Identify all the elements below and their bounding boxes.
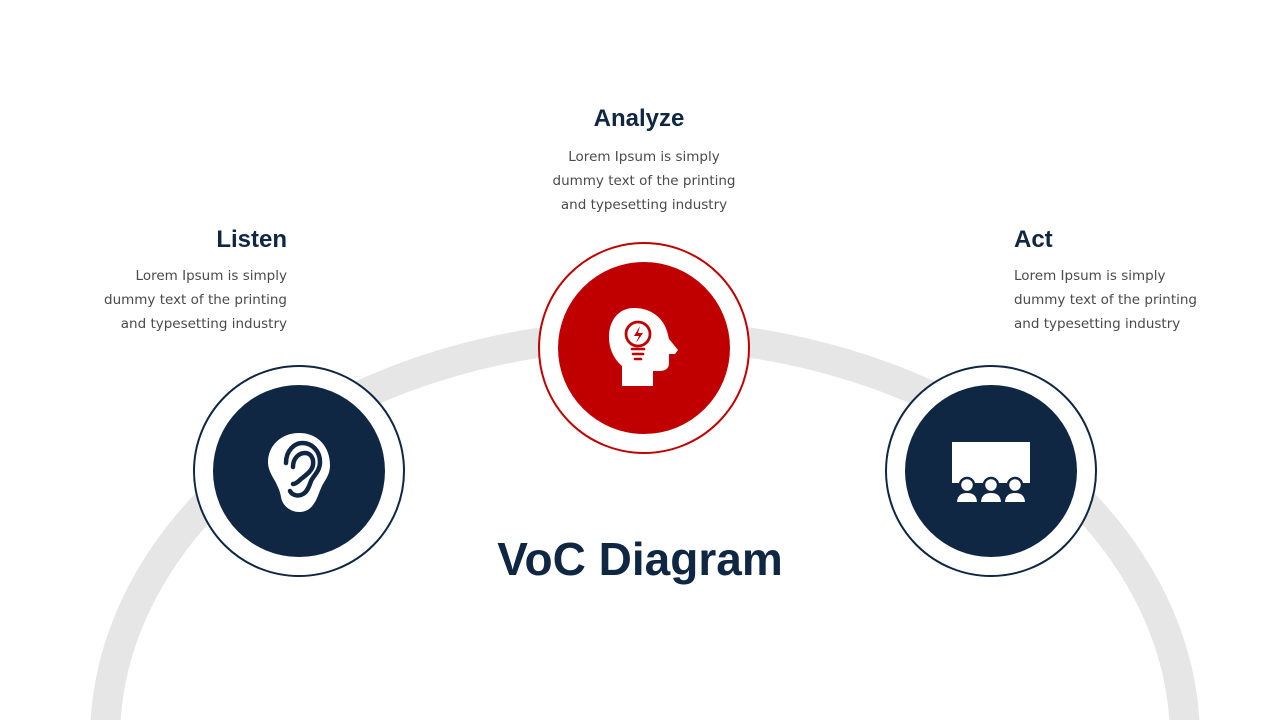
listen-description: Lorem Ipsum is simply dummy text of the … — [27, 264, 287, 336]
listen-description-line: dummy text of the printing — [104, 292, 287, 308]
analyze-node — [538, 242, 750, 454]
analyze-description: Lorem Ipsum is simply dummy text of the … — [514, 145, 774, 217]
head-lightbulb-icon — [609, 308, 678, 386]
analyze-description-line: and typesetting industry — [560, 197, 728, 213]
act-description-line: and typesetting industry — [1014, 316, 1181, 332]
slide-title: VoC Diagram — [497, 533, 783, 585]
listen-description-line: and typesetting industry — [120, 316, 287, 332]
analyze-description-line: Lorem Ipsum is simply — [568, 149, 720, 165]
analyze-heading: Analyze — [593, 105, 685, 132]
analyze-description-line: dummy text of the printing — [552, 173, 736, 189]
ear-icon — [268, 433, 330, 512]
act-description: Lorem Ipsum is simply dummy text of the … — [1014, 264, 1264, 336]
listen-heading: Listen — [216, 226, 287, 253]
act-node — [885, 365, 1097, 577]
act-heading: Act — [1014, 226, 1053, 253]
listen-node — [193, 365, 405, 577]
listen-description-line: Lorem Ipsum is simply — [135, 268, 287, 284]
act-description-line: dummy text of the printing — [1014, 292, 1197, 308]
presentation-audience-icon — [952, 442, 1030, 504]
act-description-line: Lorem Ipsum is simply — [1014, 268, 1166, 284]
